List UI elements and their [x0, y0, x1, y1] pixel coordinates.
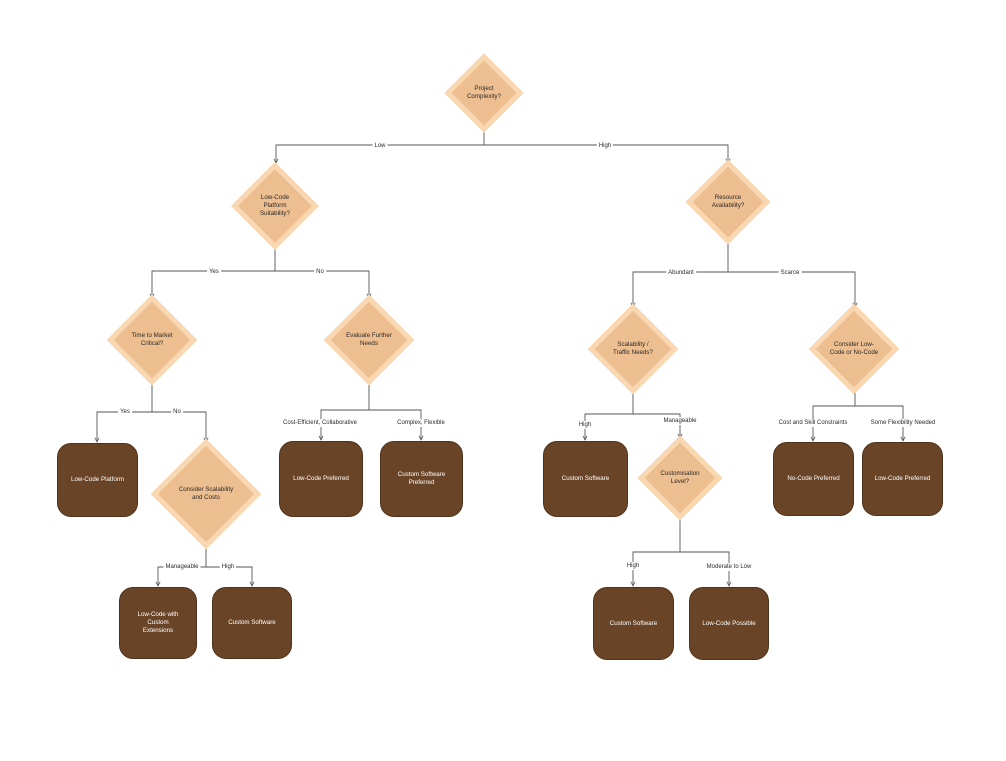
edge-label-scarce: Scarce [778, 269, 802, 277]
edge-no-b [152, 411, 206, 442]
decision-customisation-level[interactable]: Customisation Level? [636, 434, 724, 522]
outcome-lowcode-possible[interactable]: Low-Code Possible [689, 587, 769, 660]
edge-label-cost-skill: Cost and Skill Constraints [776, 419, 850, 427]
edge-label-no-b: No [171, 408, 183, 416]
outcome-custom-software-bottom[interactable]: Custom Software [593, 587, 674, 660]
decision-scalability-traffic[interactable]: Scalability / Traffic Needs? [587, 303, 679, 395]
edge-manageable-b [633, 413, 680, 438]
edge-label-manageable-c: Manageable [163, 563, 201, 571]
outcome-lowcode-preferred-right[interactable]: Low-Code Preferred [862, 442, 943, 516]
decision-consider-scalability-costs[interactable]: Consider Scalability and Costs [149, 437, 263, 551]
edge-label-no-a: No [314, 268, 326, 276]
decision-evaluate-further[interactable]: Evaluate Further Needs [322, 293, 416, 387]
outcome-nocode-preferred[interactable]: No-Code Preferred [773, 442, 854, 516]
edge-complex-flexible [369, 409, 421, 440]
edge-label-abundant: Abundant [666, 269, 696, 277]
edge-label-high-c: High [219, 563, 237, 571]
decision-time-to-market[interactable]: Time to Market Critical? [105, 293, 199, 387]
edge-cost-efficient [321, 381, 370, 440]
edge-label-yes-b: Yes [118, 408, 132, 416]
decision-consider-lowcode-nocode[interactable]: Consider Low- Code or No-Code [808, 303, 900, 395]
edge-high [484, 144, 728, 163]
decision-lowcode-suitability[interactable]: Low-Code Platform Suitability? [230, 161, 320, 251]
outcome-lowcode-preferred-left[interactable]: Low-Code Preferred [279, 441, 363, 517]
decision-resource-availability[interactable]: Resource Availability? [685, 159, 771, 245]
edge-label-low: Low [372, 142, 388, 150]
edge-some-flexibility [855, 405, 903, 441]
outcome-lowcode-custom-extensions[interactable]: Low-Code with Custom Extensions [119, 587, 197, 659]
edge-scarce [728, 271, 855, 307]
edge-label-manageable-b: Manageable [661, 417, 699, 425]
edge-label-complex-flexible: Complex, Flexible [395, 419, 447, 427]
edge-label-some-flexibility: Some Flexibility Needed [868, 419, 938, 427]
edge-high-d [633, 518, 681, 586]
edge-moderate-low [680, 551, 729, 586]
edge-label-high: High [596, 142, 614, 150]
edge-cost-skill [813, 389, 856, 441]
edge-high-b [585, 389, 634, 440]
edge-label-moderate-low: Moderate to Low [704, 563, 754, 571]
edge-label-yes-a: Yes [207, 268, 221, 276]
edge-no-a [275, 270, 369, 298]
outcome-custom-software-left[interactable]: Custom Software [212, 587, 292, 659]
edge-label-high-b: High [576, 421, 594, 429]
edge-label-high-d: High [624, 562, 642, 570]
outcome-lowcode-platform[interactable]: Low-Code Platform [57, 443, 138, 517]
outcome-custom-software-right[interactable]: Custom Software [543, 441, 628, 517]
outcome-custom-software-preferred[interactable]: Custom Software Preferred [380, 441, 463, 517]
edge-label-cost-efficient: Cost-Efficient, Collaborative [281, 419, 359, 427]
decision-project-complexity[interactable]: Project Complexity? [444, 53, 524, 133]
